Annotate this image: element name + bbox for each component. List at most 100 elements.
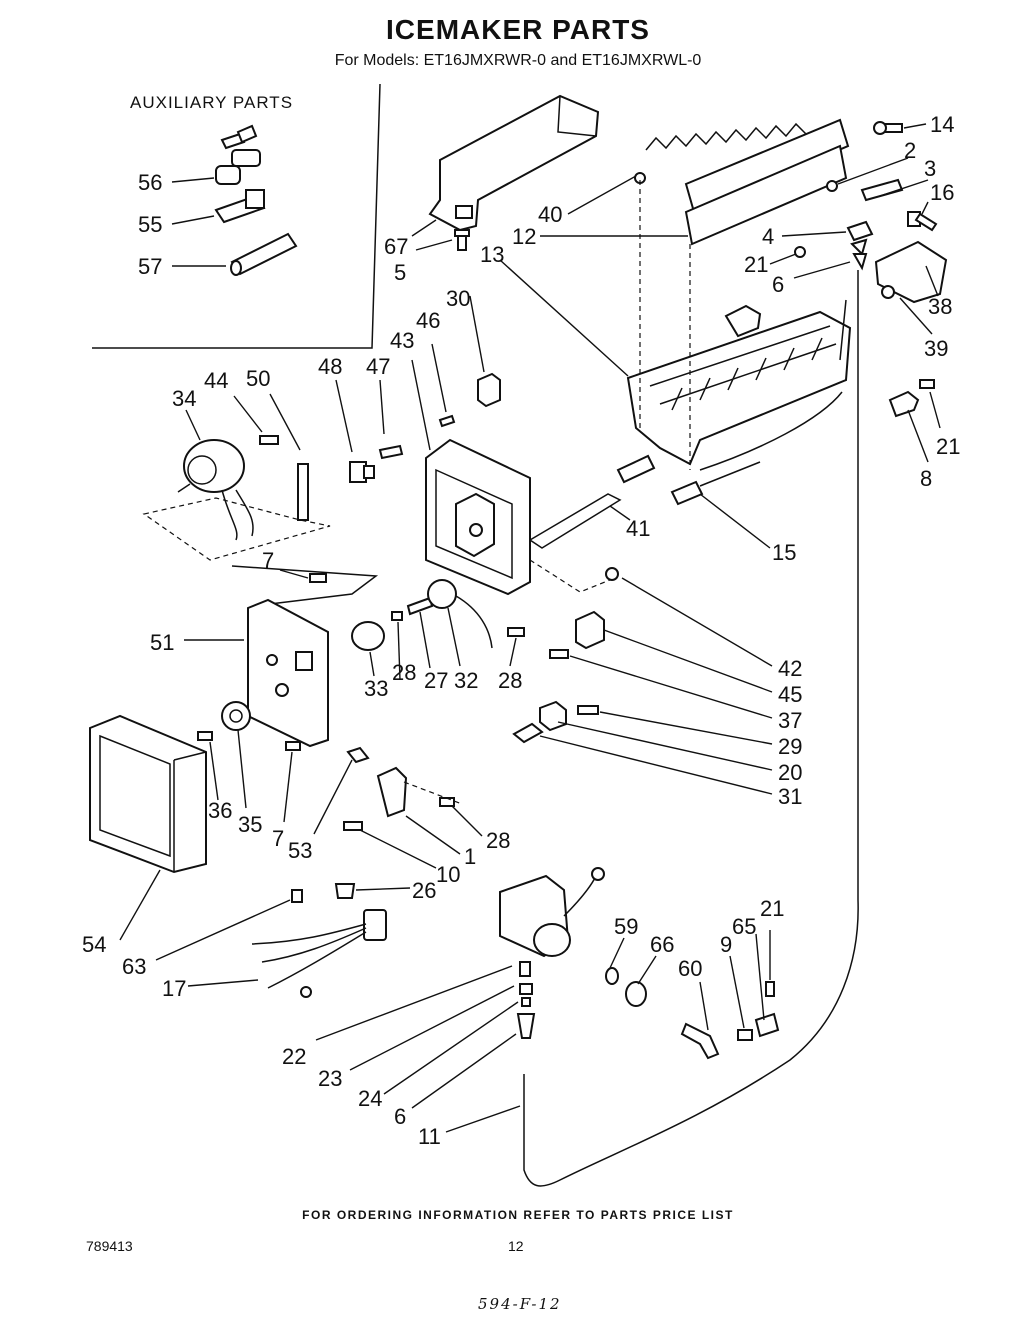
part-28-pin-c (439, 797, 455, 807)
label-27: 27 (424, 668, 448, 693)
label-21b: 21 (936, 434, 960, 459)
label-43: 43 (390, 328, 414, 353)
part-22-fitting (519, 961, 531, 977)
part-50-bracket (297, 463, 309, 521)
label-47: 47 (366, 354, 390, 379)
part-28-pin-a (391, 611, 403, 621)
part-12-ice-stripper (684, 118, 850, 214)
part-31-bracket (512, 722, 544, 744)
part-4-fill-cup (846, 220, 874, 256)
label-48: 48 (318, 354, 342, 379)
label-63: 63 (122, 954, 146, 979)
page-title: ICEMAKER PARTS (386, 14, 650, 45)
label-28c: 28 (486, 828, 510, 853)
part-1-lever (376, 766, 408, 818)
label-34: 34 (172, 386, 196, 411)
part-54-cover (89, 714, 207, 874)
part-48-holder (349, 461, 375, 483)
part-water-valve (499, 867, 605, 958)
part-28-pin-b (507, 627, 525, 637)
label-67: 67 (384, 234, 408, 259)
label-65: 65 (732, 914, 756, 939)
part-53-switch (346, 746, 370, 764)
part-6-grommet-top (852, 253, 868, 271)
label-31: 31 (778, 784, 802, 809)
part-55-union (214, 189, 266, 224)
label-23: 23 (318, 1066, 342, 1091)
part-8-clip (888, 379, 935, 418)
label-9: 9 (720, 932, 732, 957)
part-21-screw-bottom (765, 981, 775, 997)
part-15-thermostat (670, 461, 761, 506)
part-38-bracket (874, 240, 948, 304)
part-29-screw (577, 705, 599, 715)
label-57: 57 (138, 254, 162, 279)
part-47-screw (378, 444, 404, 460)
label-29: 29 (778, 734, 802, 759)
label-15: 15 (772, 540, 796, 565)
handwritten-code: 594-F-12 (478, 1295, 562, 1313)
ordering-note: FOR ORDERING INFORMATION REFER TO PARTS … (302, 1208, 734, 1222)
part-7-screw-top (309, 573, 327, 583)
part-24-ferrule (521, 997, 531, 1007)
part-46-screw (438, 414, 456, 428)
label-8: 8 (920, 466, 932, 491)
part-41-shutoff-arm (528, 493, 622, 549)
part-6-grommet-bottom (516, 1013, 536, 1039)
label-7a: 7 (262, 548, 274, 573)
label-41: 41 (626, 516, 650, 541)
part-3-fitting (826, 178, 904, 202)
part-56-valve (215, 124, 261, 185)
part-40-heater-element (645, 122, 807, 151)
label-38: 38 (928, 294, 952, 319)
label-37: 37 (778, 708, 802, 733)
label-7b: 7 (272, 826, 284, 851)
part-21-screw-top (794, 246, 806, 258)
leader-lines (119, 123, 941, 1133)
label-66: 66 (650, 932, 674, 957)
label-17: 17 (162, 976, 186, 1001)
label-32: 32 (454, 668, 478, 693)
label-36: 36 (208, 798, 232, 823)
label-20: 20 (778, 760, 802, 785)
label-22: 22 (282, 1044, 306, 1069)
part-10-screw (343, 821, 363, 831)
part-43-control-housing (425, 438, 531, 596)
label-39: 39 (924, 336, 948, 361)
label-21a: 21 (744, 252, 768, 277)
label-51: 51 (150, 630, 174, 655)
label-59: 59 (614, 914, 638, 939)
part-23-nut (519, 983, 533, 995)
part-65-clamp (754, 1012, 780, 1038)
label-24: 24 (358, 1086, 382, 1111)
label-28b: 28 (498, 668, 522, 693)
part-20-switch (539, 700, 567, 732)
label-4: 4 (762, 224, 774, 249)
label-28a: 28 (392, 660, 416, 685)
document-number: 789413 (86, 1238, 133, 1254)
label-6a: 6 (772, 272, 784, 297)
part-14-screw (873, 121, 903, 135)
part-44-screw (259, 435, 279, 445)
label-50: 50 (246, 366, 270, 391)
part-30-switch (477, 372, 501, 408)
part-17-wiring-harness (251, 909, 387, 998)
part-32-cam (427, 579, 493, 649)
label-3: 3 (924, 156, 936, 181)
label-6b: 6 (394, 1104, 406, 1129)
label-30: 30 (446, 286, 470, 311)
label-12: 12 (512, 224, 536, 249)
label-11: 11 (418, 1124, 441, 1149)
part-37-screw (549, 649, 569, 659)
label-45: 45 (778, 682, 802, 707)
part-9-sleeve (737, 1029, 753, 1041)
part-51-mounting-plate (247, 598, 329, 748)
label-16: 16 (930, 180, 954, 205)
part-36-screw (197, 731, 213, 741)
part-59-washer (605, 967, 619, 985)
part-27-shaft (406, 596, 434, 616)
label-26: 26 (412, 878, 436, 903)
part-60-tube (680, 1022, 720, 1060)
